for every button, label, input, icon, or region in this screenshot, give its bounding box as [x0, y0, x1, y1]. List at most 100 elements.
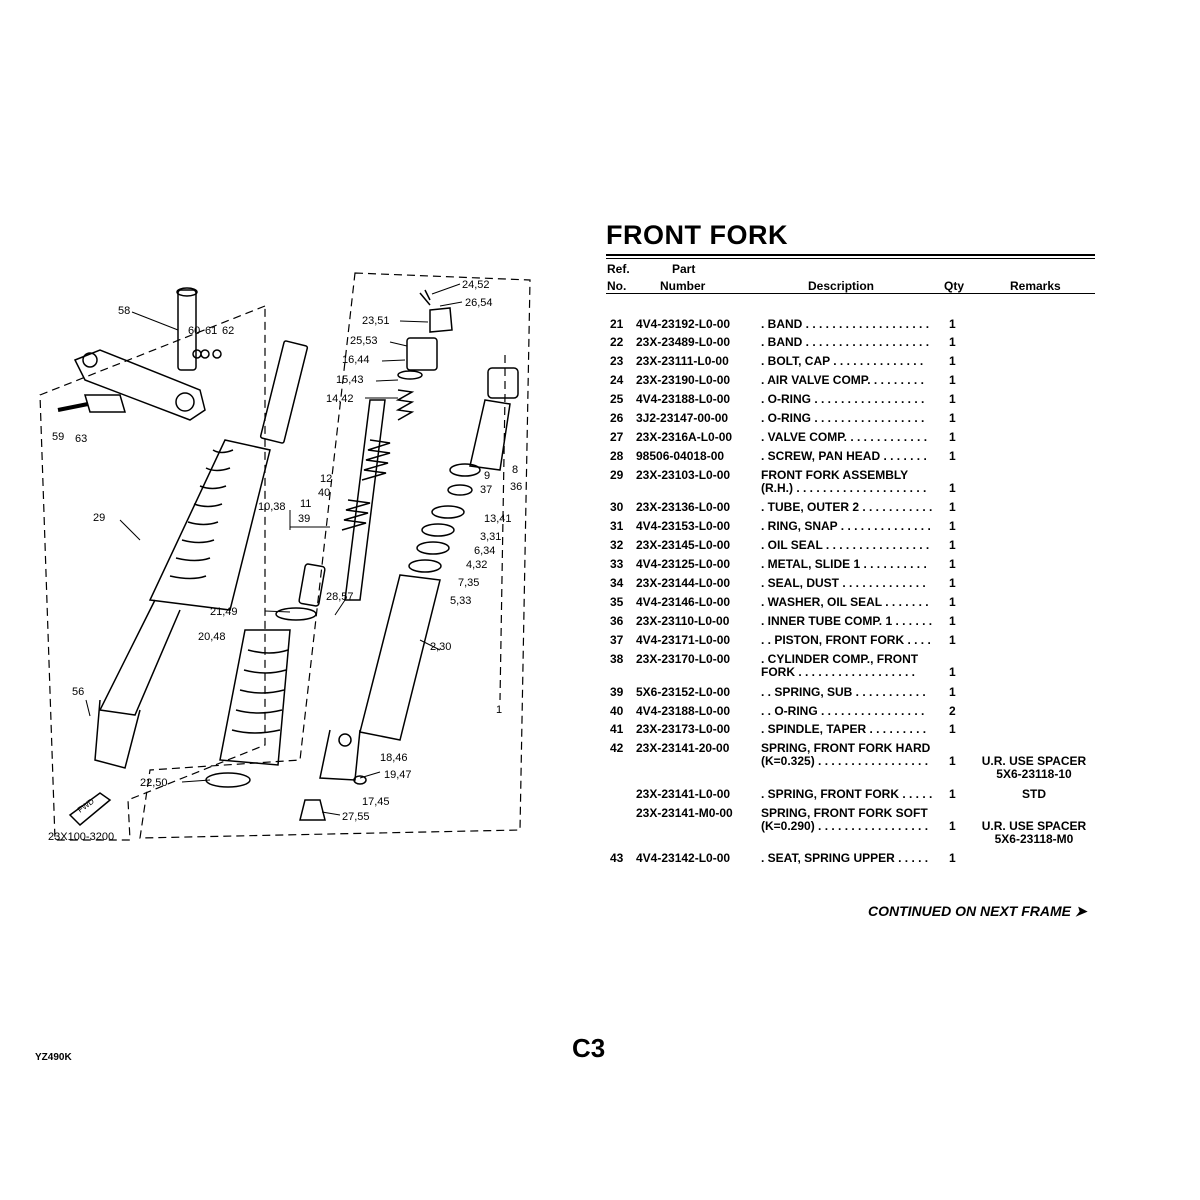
- row-part-number: 23X-23136-L0-00: [636, 500, 731, 514]
- row-description: . BOLT, CAP . . . . . . . . . . . . . .: [761, 354, 924, 368]
- row-qty: 1: [949, 354, 956, 368]
- row-ref: 29: [610, 468, 624, 482]
- row-qty: 1: [949, 538, 956, 552]
- row-description: . . O-RING . . . . . . . . . . . . . . .…: [761, 704, 925, 718]
- row-qty: 1: [949, 392, 956, 406]
- row-description: . SPRING, FRONT FORK . . . . .: [761, 787, 933, 801]
- callout-37: 37: [480, 484, 492, 496]
- row-ref: 24: [610, 373, 624, 387]
- row-description: . SPINDLE, TAPER . . . . . . . . .: [761, 722, 927, 736]
- row-ref: 41: [610, 722, 624, 736]
- row-part-number: 23X-23170-L0-00: [636, 652, 731, 666]
- callout-12: 12: [320, 473, 332, 485]
- row-ref: 28: [610, 449, 624, 463]
- callout-16-44: 16,44: [342, 354, 370, 366]
- header-ref-line2: No.: [607, 279, 627, 293]
- row-qty: 1: [949, 519, 956, 533]
- header-description: Description: [808, 279, 875, 293]
- row-part-number: 4V4-23125-L0-00: [636, 557, 731, 571]
- page-code: C3: [572, 1033, 606, 1063]
- row-ref: 42: [610, 741, 624, 755]
- row-qty: 1: [949, 819, 956, 833]
- row-part-number: 4V4-23142-L0-00: [636, 851, 731, 865]
- callout-29: 29: [93, 512, 105, 524]
- row-description: . VALVE COMP. . . . . . . . . . . . .: [761, 430, 928, 444]
- callout-13-41: 13,41: [484, 513, 512, 525]
- row-ref: 40: [610, 704, 624, 718]
- row-part-number: 23X-23141-20-00: [636, 741, 730, 755]
- row-description: . O-RING . . . . . . . . . . . . . . . .…: [761, 411, 925, 425]
- row-ref: 39: [610, 685, 624, 699]
- row-ref: 32: [610, 538, 624, 552]
- page-title: FRONT FORK: [606, 220, 788, 250]
- row-description: . SCREW, PAN HEAD . . . . . . .: [761, 449, 927, 463]
- callout-28-57: 28,57: [326, 591, 354, 603]
- title-rule-thin: [606, 258, 1095, 259]
- row-qty: 1: [949, 481, 956, 495]
- row-ref: 35: [610, 595, 624, 609]
- header-part-line2: Number: [660, 279, 706, 293]
- callout-11: 11: [300, 498, 311, 510]
- row-ref: 25: [610, 392, 624, 406]
- row-part-number: 98506-04018-00: [636, 449, 725, 463]
- row-qty: 1: [949, 449, 956, 463]
- callout-63: 63: [75, 433, 87, 445]
- callout-15-43: 15,43: [336, 374, 364, 386]
- row-description: . INNER TUBE COMP. 1 . . . . . .: [761, 614, 933, 628]
- row-qty: 1: [949, 633, 956, 647]
- row-description: . BAND . . . . . . . . . . . . . . . . .…: [761, 335, 930, 349]
- row-description: . CYLINDER COMP., FRONT: [761, 652, 919, 666]
- exploded-parts-diagram: 58 60 61 62 59 63 29 56 24,52 26,54 23,5…: [39, 272, 531, 843]
- callout-61: 61: [205, 325, 217, 337]
- callout-14-42: 14,42: [326, 393, 354, 405]
- row-ref: 30: [610, 500, 624, 514]
- row-qty: 2: [949, 704, 956, 718]
- row-ref: 22: [610, 335, 624, 349]
- row-part-number: 23X-23141-M0-00: [636, 806, 733, 820]
- row-part-number: 4V4-23192-L0-00: [636, 317, 731, 331]
- row-qty: 1: [949, 500, 956, 514]
- row-ref: 27: [610, 430, 624, 444]
- row-description: . . SPRING, SUB . . . . . . . . . . .: [761, 685, 926, 699]
- row-remarks-line2: 5X6-23118-10: [996, 767, 1072, 781]
- callout-59: 59: [52, 431, 64, 443]
- callout-21-49: 21,49: [210, 606, 238, 618]
- row-qty: 1: [949, 411, 956, 425]
- callout-17-45: 17,45: [362, 796, 390, 808]
- header-part-line1: Part: [672, 262, 696, 276]
- callout-3-31: 3,31: [480, 531, 501, 543]
- row-ref: 37: [610, 633, 624, 647]
- row-qty: 1: [949, 430, 956, 444]
- row-remarks: STD: [1022, 787, 1046, 801]
- row-qty: 1: [949, 665, 956, 679]
- row-qty: 1: [949, 373, 956, 387]
- row-part-number: 4V4-23171-L0-00: [636, 633, 731, 647]
- callout-9: 9: [484, 470, 490, 482]
- row-description-line2: (R.H.) . . . . . . . . . . . . . . . . .…: [761, 481, 927, 495]
- callout-22-50: 22,50: [140, 777, 168, 789]
- row-description: . WASHER, OIL SEAL . . . . . . .: [761, 595, 929, 609]
- callout-20-48: 20,48: [198, 631, 226, 643]
- row-remarks: U.R. USE SPACER: [981, 819, 1087, 833]
- row-ref: 38: [610, 652, 624, 666]
- row-qty: 1: [949, 685, 956, 699]
- row-part-number: 23X-23144-L0-00: [636, 576, 731, 590]
- row-description-line2: (K=0.290) . . . . . . . . . . . . . . . …: [761, 819, 929, 833]
- row-description: . O-RING . . . . . . . . . . . . . . . .…: [761, 392, 925, 406]
- title-rule: [606, 254, 1095, 256]
- row-qty: 1: [949, 317, 956, 331]
- callout-39: 39: [298, 513, 310, 525]
- row-remarks: U.R. USE SPACER: [981, 754, 1087, 768]
- row-description: SPRING, FRONT FORK SOFT: [761, 806, 928, 820]
- callout-60: 60: [188, 325, 200, 337]
- row-part-number: 23X-23110-L0-00: [636, 614, 730, 628]
- row-description: . TUBE, OUTER 2 . . . . . . . . . . .: [761, 500, 933, 514]
- row-part-number: 23X-23145-L0-00: [636, 538, 731, 552]
- callout-8: 8: [512, 464, 518, 476]
- callout-26-54: 26,54: [465, 297, 493, 309]
- row-part-number: 23X-2316A-L0-00: [636, 430, 733, 444]
- row-description-line2: FORK . . . . . . . . . . . . . . . . . .: [761, 665, 916, 679]
- row-description: . METAL, SLIDE 1 . . . . . . . . . .: [761, 557, 927, 571]
- header-remarks: Remarks: [1010, 279, 1061, 293]
- row-qty: 1: [949, 576, 956, 590]
